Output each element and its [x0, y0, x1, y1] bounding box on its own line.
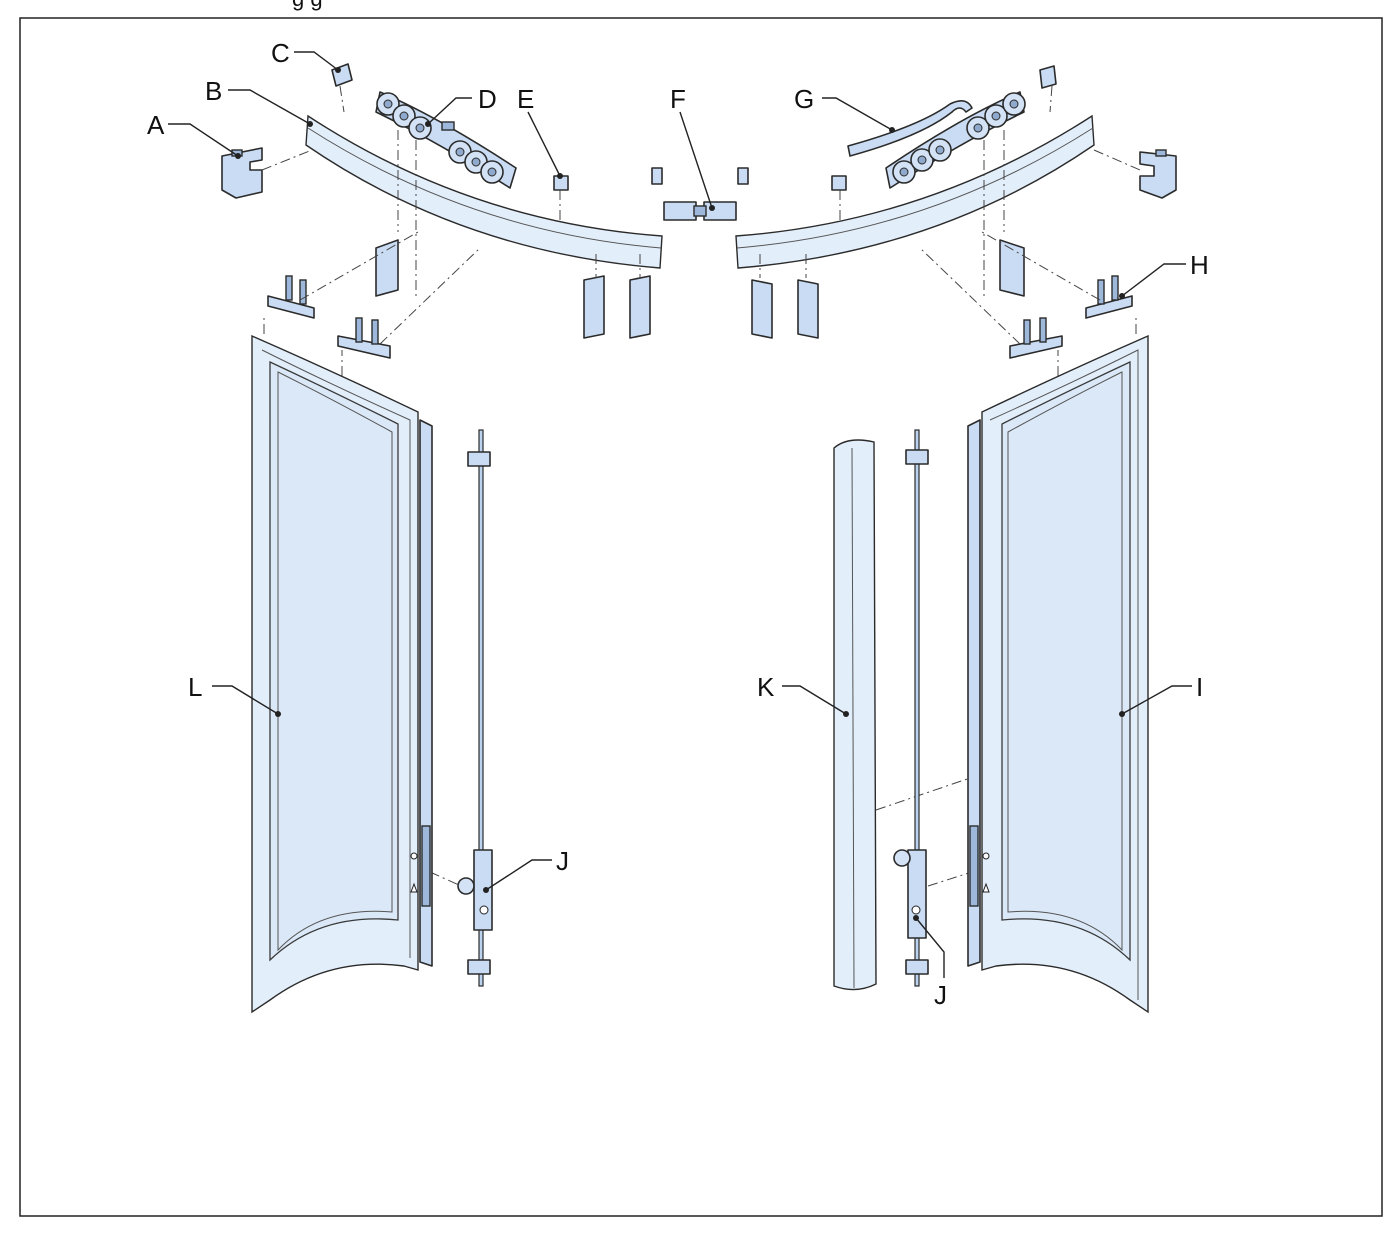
label-l: L [188, 672, 202, 702]
header-fragment: g g [292, 0, 323, 11]
lock-rod-left [457, 429, 493, 987]
curved-door-left [251, 334, 433, 1014]
pin-bracket-right-2 [1009, 317, 1063, 359]
roller-carriage-left [375, 91, 517, 189]
curved-top-rail-right [735, 114, 1095, 269]
label-d: D [478, 84, 497, 114]
curved-top-rail-left [305, 114, 663, 269]
label-c: C [271, 38, 290, 68]
callout-leaders [168, 51, 1192, 978]
label-e: E [517, 84, 534, 114]
end-bracket-right [1139, 149, 1177, 199]
center-connector [663, 201, 737, 221]
small-stop-1 [651, 167, 663, 185]
label-k: K [757, 672, 775, 702]
small-stop-2 [737, 167, 749, 185]
lock-rod-right [893, 429, 929, 987]
roller-carriage-right [885, 91, 1026, 189]
label-b: B [205, 76, 222, 106]
diagram-border [19, 17, 1383, 1217]
label-j-left: J [556, 846, 569, 876]
label-f: F [670, 84, 686, 114]
label-i: I [1196, 672, 1203, 702]
pin-bracket-right-1 [1085, 275, 1133, 319]
assembly-guide-lines [261, 85, 1141, 891]
top-clip-right [1039, 65, 1057, 89]
stopper-right [831, 175, 847, 191]
label-j-right: J [934, 980, 947, 1010]
hanger-bracket-set [375, 239, 1025, 339]
label-a: A [147, 110, 165, 140]
end-bracket-left [221, 147, 263, 199]
label-g: G [794, 84, 814, 114]
label-h: H [1190, 250, 1209, 280]
pin-bracket-left-1 [267, 275, 315, 319]
wall-profile [833, 439, 877, 991]
curved-door-right [967, 334, 1149, 1014]
curved-gasket [847, 100, 973, 157]
pin-bracket-left-2 [337, 317, 391, 359]
